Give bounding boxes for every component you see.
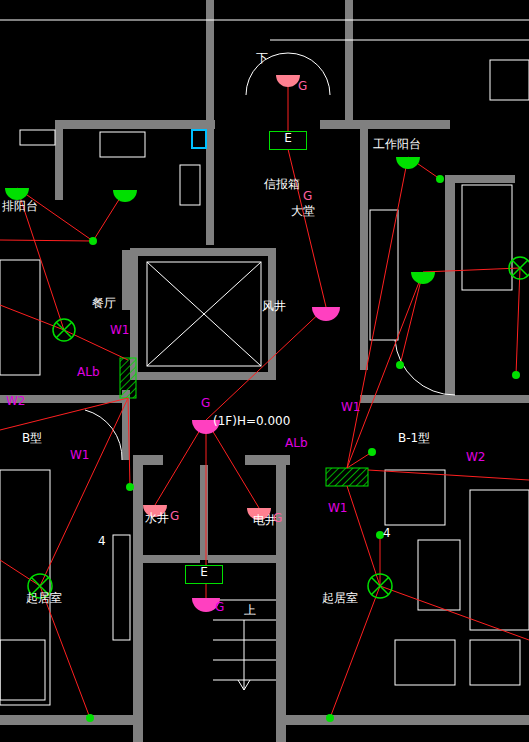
plan-label: 大堂 bbox=[291, 205, 315, 218]
node-text: E bbox=[270, 132, 306, 145]
plan-label: W1 bbox=[341, 401, 361, 414]
plan-label: G bbox=[215, 601, 224, 614]
plan-label: 起居室 bbox=[322, 592, 358, 605]
plan-label: B-1型 bbox=[398, 432, 430, 445]
plan-label: 上 bbox=[244, 604, 256, 617]
plan-label: ALb bbox=[285, 437, 308, 450]
node-text: E bbox=[186, 566, 222, 579]
exit-sign-box: E bbox=[185, 565, 223, 584]
plan-label: W1 bbox=[328, 502, 348, 515]
plan-label: 下 bbox=[256, 52, 268, 65]
plan-label: B型 bbox=[22, 432, 42, 445]
plan-label: W1 bbox=[110, 324, 130, 337]
plan-label: 起居室 bbox=[26, 592, 62, 605]
plan-label: W2 bbox=[6, 395, 26, 408]
lamps bbox=[5, 157, 520, 722]
plan-label: W2 bbox=[466, 451, 486, 464]
plan-label: 排阳台 bbox=[2, 200, 38, 213]
plan-label: G bbox=[170, 510, 179, 523]
plan-label: G bbox=[298, 80, 307, 93]
plan-label: G bbox=[201, 397, 210, 410]
plan-label: 工作阳台 bbox=[373, 138, 421, 151]
plan-label: 风井 bbox=[262, 300, 286, 313]
plan-label: 餐厅 bbox=[92, 297, 116, 310]
plan-label: 4 bbox=[383, 527, 391, 540]
plan-label: G bbox=[303, 190, 312, 203]
plan-label: 信报箱 bbox=[264, 178, 300, 191]
distribution-box bbox=[120, 358, 368, 486]
plan-label: (1F)H=0.000 bbox=[213, 415, 290, 428]
plan-label: W1 bbox=[70, 449, 90, 462]
outlines bbox=[0, 20, 529, 705]
plan-label: ALb bbox=[77, 366, 100, 379]
wires bbox=[0, 75, 529, 718]
plan-label: 水井 bbox=[145, 512, 169, 525]
emergency-lamps bbox=[143, 75, 340, 612]
plan-label: G bbox=[273, 512, 282, 525]
exit-sign-box: E bbox=[269, 131, 307, 150]
plan-label: 4 bbox=[98, 535, 106, 548]
ceiling-lamp bbox=[28, 257, 529, 598]
